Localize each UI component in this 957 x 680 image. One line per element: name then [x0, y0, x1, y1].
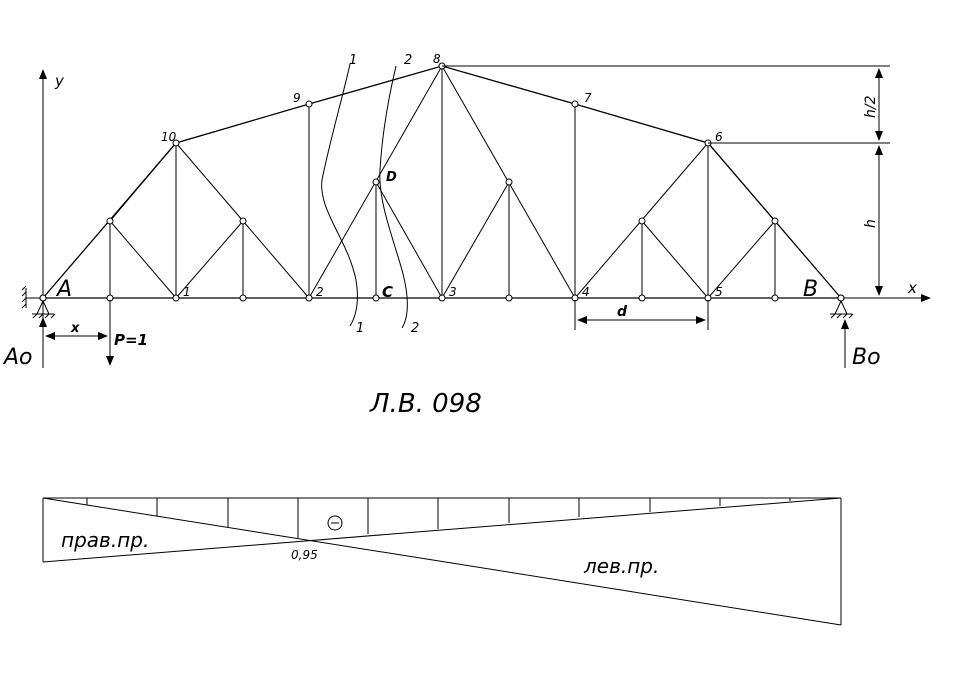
- verticals: [109, 66, 776, 298]
- section-cut-2: [379, 65, 408, 329]
- influence-line-diagram: [42, 497, 842, 626]
- point-c-label: C: [382, 283, 393, 301]
- height-label: h: [863, 219, 879, 228]
- section-2-bottom-label: 2: [411, 321, 419, 336]
- section-1-top-label: 1: [349, 53, 357, 68]
- hatch-lines: [86, 498, 791, 538]
- node-label-9: 9: [293, 91, 301, 105]
- right-part-label: прав.пр.: [61, 528, 149, 552]
- half-height-label: h/2: [863, 95, 879, 118]
- negative-sign-circle: [327, 515, 343, 531]
- reaction-b-label: Bo: [852, 345, 881, 370]
- node-label-2: 2: [316, 285, 324, 299]
- right-part-line: [42, 497, 842, 626]
- x-axis-label: x: [907, 279, 917, 297]
- load-label: P=1: [114, 331, 148, 349]
- support-a-label: A: [55, 277, 72, 302]
- support-a-symbol: [21, 285, 56, 319]
- load-distance-label: x: [70, 321, 80, 336]
- node-label-4: 4: [582, 285, 590, 299]
- left-part-line: [42, 497, 842, 563]
- node-label-5: 5: [715, 285, 723, 299]
- section-cut-1: [321, 63, 358, 327]
- y-axis-label: y: [54, 72, 65, 90]
- ordinate-label: 0,95: [291, 548, 318, 562]
- left-part-label: лев.пр.: [583, 554, 659, 578]
- reaction-a-label: Ao: [2, 345, 33, 370]
- node-label-7: 7: [584, 91, 592, 105]
- node-label-8: 8: [433, 52, 441, 66]
- truss-nodes: [39, 62, 845, 302]
- section-2-top-label: 2: [404, 53, 412, 68]
- influence-line-caption: Л.В. 098: [369, 389, 482, 419]
- point-d-label: D: [386, 170, 397, 185]
- node-label-3: 3: [449, 285, 457, 299]
- support-b-label: B: [803, 277, 818, 302]
- support-b-symbol: [830, 300, 854, 319]
- panel-label: d: [617, 304, 628, 320]
- node-label-6: 6: [715, 130, 723, 144]
- section-1-bottom-label: 1: [356, 321, 364, 336]
- node-label-1: 1: [183, 285, 191, 299]
- node-label-10: 10: [161, 130, 177, 144]
